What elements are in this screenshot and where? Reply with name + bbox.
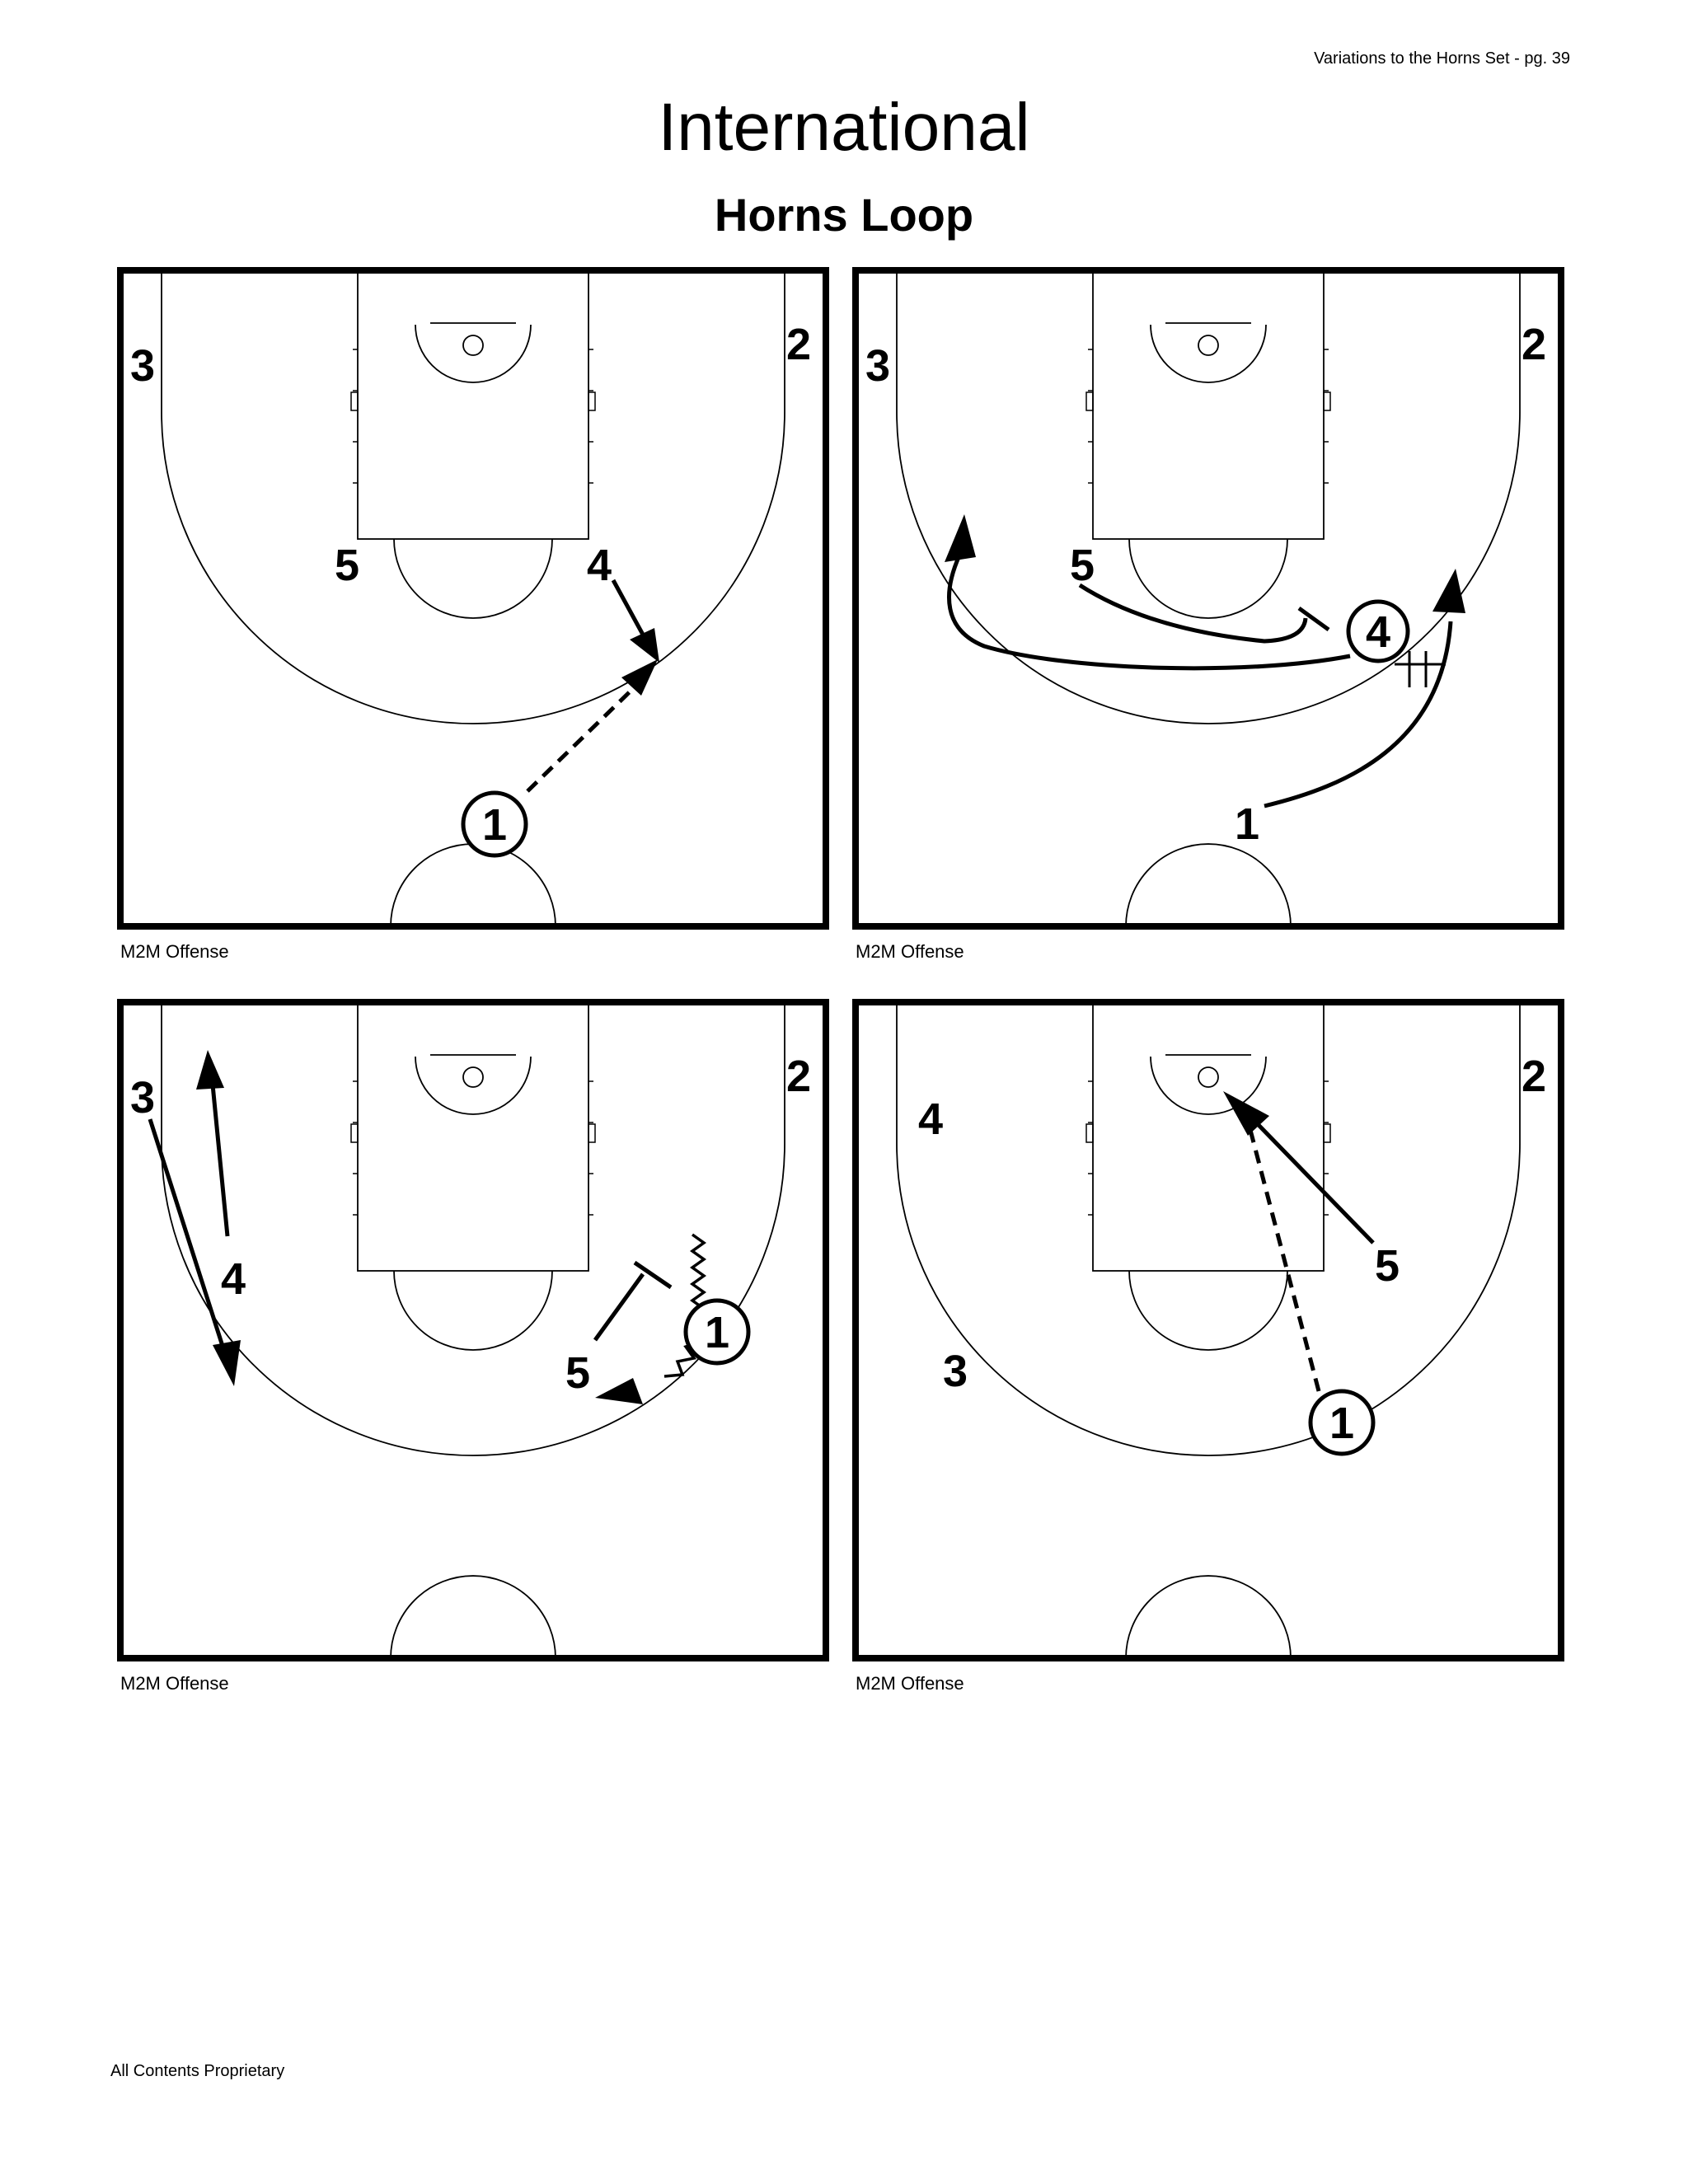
- player-label: 3: [130, 341, 155, 391]
- cut-line: [148, 1118, 230, 1362]
- screen-path: [1078, 583, 1308, 644]
- screen-bar: [633, 1260, 673, 1290]
- player-label: 5: [1070, 541, 1095, 590]
- player-label: 4: [918, 1094, 943, 1144]
- cut-line: [210, 1084, 230, 1237]
- ball-handler-circle: [683, 1298, 751, 1366]
- cut-line: [611, 579, 645, 636]
- player-label: 1: [1329, 1399, 1354, 1448]
- diagram-caption: M2M Offense: [120, 941, 229, 962]
- player-label: 3: [865, 341, 890, 391]
- footer-note: All Contents Proprietary: [110, 2062, 285, 2080]
- ball-handler-circle: [461, 790, 528, 858]
- court-diagram: [856, 1002, 1561, 1658]
- ball-handler-circle: [1308, 1389, 1376, 1456]
- page-title: International: [658, 90, 1030, 165]
- pass-line: [1244, 1113, 1321, 1392]
- play-diagram-3: 3 2 4 5 1: [117, 999, 829, 1661]
- screener-circle: [1346, 599, 1410, 663]
- player-label: 1: [482, 800, 507, 850]
- player-label: 4: [587, 541, 612, 590]
- player-label: 2: [1522, 1052, 1546, 1101]
- player-label: 3: [943, 1347, 968, 1396]
- play-diagram-4: 4 2 5 3 1: [852, 999, 1564, 1661]
- diagram-caption: M2M Offense: [120, 1673, 229, 1694]
- player-label: 1: [1235, 799, 1259, 849]
- player-label: 2: [1522, 320, 1546, 369]
- player-label: 5: [565, 1348, 590, 1398]
- player-label: 2: [786, 1052, 811, 1101]
- player-label: 2: [786, 320, 811, 369]
- arrow-head: [595, 1378, 643, 1404]
- play-diagram-2: 3 2 5 4 1: [852, 267, 1564, 930]
- arrow-head: [945, 514, 976, 562]
- arrow-head: [630, 628, 659, 663]
- diagram-caption: M2M Offense: [856, 941, 964, 962]
- play-diagram-1: 3 2 5 4 1: [117, 267, 829, 930]
- pass-line: [526, 676, 646, 793]
- page-header-note: Variations to the Horns Set - pg. 39: [1314, 49, 1570, 68]
- loop-cut-line: [947, 554, 1351, 671]
- arrow-head: [1432, 569, 1465, 613]
- screen-bar: [1297, 606, 1330, 632]
- cut-line: [1264, 621, 1453, 808]
- screen-path: [593, 1272, 645, 1342]
- player-label: 5: [335, 541, 359, 590]
- player-label: 3: [130, 1073, 155, 1122]
- player-label: 1: [705, 1308, 729, 1357]
- arrow-head: [621, 659, 658, 696]
- arrow-head: [1223, 1091, 1269, 1136]
- player-label: 4: [221, 1254, 246, 1304]
- diagram-caption: M2M Offense: [856, 1673, 964, 1694]
- player-label: 5: [1375, 1241, 1400, 1291]
- arrow-head: [196, 1050, 224, 1090]
- arrow-head: [213, 1340, 241, 1386]
- cut-line: [1254, 1121, 1375, 1244]
- player-label: 4: [1366, 607, 1390, 657]
- play-subtitle: Horns Loop: [714, 189, 974, 241]
